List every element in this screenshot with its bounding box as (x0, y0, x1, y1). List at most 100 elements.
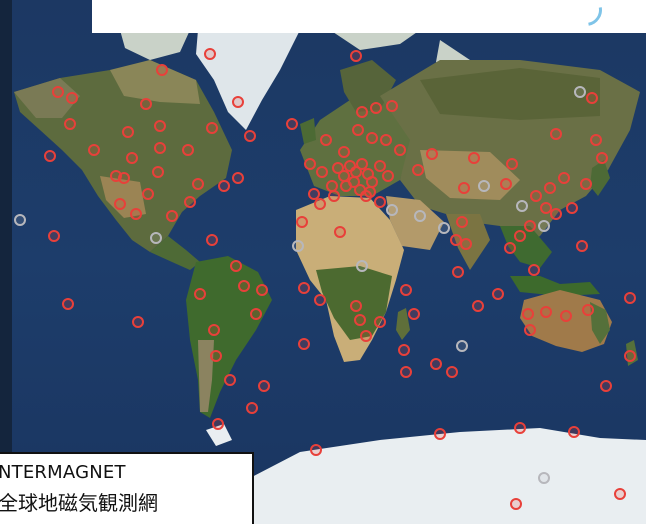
observatory-marker[interactable] (438, 222, 450, 234)
observatory-marker[interactable] (566, 202, 578, 214)
observatory-marker[interactable] (132, 316, 144, 328)
observatory-marker[interactable] (550, 208, 562, 220)
observatory-marker[interactable] (356, 158, 368, 170)
observatory-marker[interactable] (328, 190, 340, 202)
observatory-marker[interactable] (434, 428, 446, 440)
observatory-marker[interactable] (150, 232, 162, 244)
observatory-marker[interactable] (122, 126, 134, 138)
observatory-marker[interactable] (430, 358, 442, 370)
observatory-marker[interactable] (478, 180, 490, 192)
observatory-marker[interactable] (514, 230, 526, 242)
observatory-marker[interactable] (354, 184, 366, 196)
observatory-marker[interactable] (182, 144, 194, 156)
observatory-marker[interactable] (624, 292, 636, 304)
observatory-marker[interactable] (370, 102, 382, 114)
observatory-marker[interactable] (382, 170, 394, 182)
observatory-marker[interactable] (456, 340, 468, 352)
observatory-marker[interactable] (374, 316, 386, 328)
observatory-marker[interactable] (366, 176, 378, 188)
observatory-marker[interactable] (590, 134, 602, 146)
observatory-marker[interactable] (514, 422, 526, 434)
observatory-marker[interactable] (44, 150, 56, 162)
observatory-marker[interactable] (154, 120, 166, 132)
observatory-marker[interactable] (292, 240, 304, 252)
observatory-marker[interactable] (446, 366, 458, 378)
observatory-marker[interactable] (212, 418, 224, 430)
observatory-marker[interactable] (206, 122, 218, 134)
observatory-marker[interactable] (516, 200, 528, 212)
observatory-marker[interactable] (538, 220, 550, 232)
observatory-marker[interactable] (456, 216, 468, 228)
observatory-marker[interactable] (314, 294, 326, 306)
observatory-marker[interactable] (340, 180, 352, 192)
observatory-marker[interactable] (560, 310, 572, 322)
observatory-marker[interactable] (472, 300, 484, 312)
observatory-marker[interactable] (204, 48, 216, 60)
observatory-marker[interactable] (314, 198, 326, 210)
observatory-marker[interactable] (568, 426, 580, 438)
observatory-marker[interactable] (256, 284, 268, 296)
observatory-marker[interactable] (166, 210, 178, 222)
observatory-marker[interactable] (614, 488, 626, 500)
observatory-marker[interactable] (530, 190, 542, 202)
observatory-marker[interactable] (540, 306, 552, 318)
observatory-marker[interactable] (576, 240, 588, 252)
observatory-marker[interactable] (118, 172, 130, 184)
observatory-marker[interactable] (352, 124, 364, 136)
observatory-marker[interactable] (366, 132, 378, 144)
observatory-marker[interactable] (374, 196, 386, 208)
observatory-marker[interactable] (558, 172, 570, 184)
observatory-marker[interactable] (574, 86, 586, 98)
observatory-marker[interactable] (208, 324, 220, 336)
observatory-marker[interactable] (360, 330, 372, 342)
observatory-marker[interactable] (246, 402, 258, 414)
observatory-marker[interactable] (298, 282, 310, 294)
observatory-marker[interactable] (394, 144, 406, 156)
observatory-marker[interactable] (510, 498, 522, 510)
observatory-marker[interactable] (140, 98, 152, 110)
observatory-marker[interactable] (528, 264, 540, 276)
observatory-marker[interactable] (308, 188, 320, 200)
observatory-marker[interactable] (350, 300, 362, 312)
observatory-marker[interactable] (408, 308, 420, 320)
observatory-marker[interactable] (380, 134, 392, 146)
observatory-marker[interactable] (468, 152, 480, 164)
observatory-marker[interactable] (232, 96, 244, 108)
observatory-marker[interactable] (492, 288, 504, 300)
observatory-marker[interactable] (460, 238, 472, 250)
observatory-marker[interactable] (142, 188, 154, 200)
observatory-marker[interactable] (316, 166, 328, 178)
observatory-marker[interactable] (194, 288, 206, 300)
observatory-marker[interactable] (192, 178, 204, 190)
observatory-marker[interactable] (62, 298, 74, 310)
observatory-marker[interactable] (506, 158, 518, 170)
observatory-marker[interactable] (332, 162, 344, 174)
observatory-marker[interactable] (582, 304, 594, 316)
observatory-marker[interactable] (296, 216, 308, 228)
observatory-marker[interactable] (154, 142, 166, 154)
observatory-marker[interactable] (400, 366, 412, 378)
observatory-marker[interactable] (88, 144, 100, 156)
observatory-marker[interactable] (504, 242, 516, 254)
observatory-marker[interactable] (524, 220, 536, 232)
observatory-marker[interactable] (338, 146, 350, 158)
observatory-marker[interactable] (586, 92, 598, 104)
observatory-marker[interactable] (156, 64, 168, 76)
observatory-marker[interactable] (356, 260, 368, 272)
observatory-marker[interactable] (64, 118, 76, 130)
observatory-marker[interactable] (596, 152, 608, 164)
observatory-marker[interactable] (500, 178, 512, 190)
observatory-marker[interactable] (224, 374, 236, 386)
observatory-marker[interactable] (412, 164, 424, 176)
observatory-marker[interactable] (450, 234, 462, 246)
observatory-marker[interactable] (540, 202, 552, 214)
observatory-marker[interactable] (600, 380, 612, 392)
observatory-marker[interactable] (386, 204, 398, 216)
observatory-marker[interactable] (538, 472, 550, 484)
observatory-marker[interactable] (356, 106, 368, 118)
observatory-marker[interactable] (326, 180, 338, 192)
observatory-marker[interactable] (350, 50, 362, 62)
observatory-marker[interactable] (258, 380, 270, 392)
observatory-marker[interactable] (304, 158, 316, 170)
observatory-marker[interactable] (354, 314, 366, 326)
